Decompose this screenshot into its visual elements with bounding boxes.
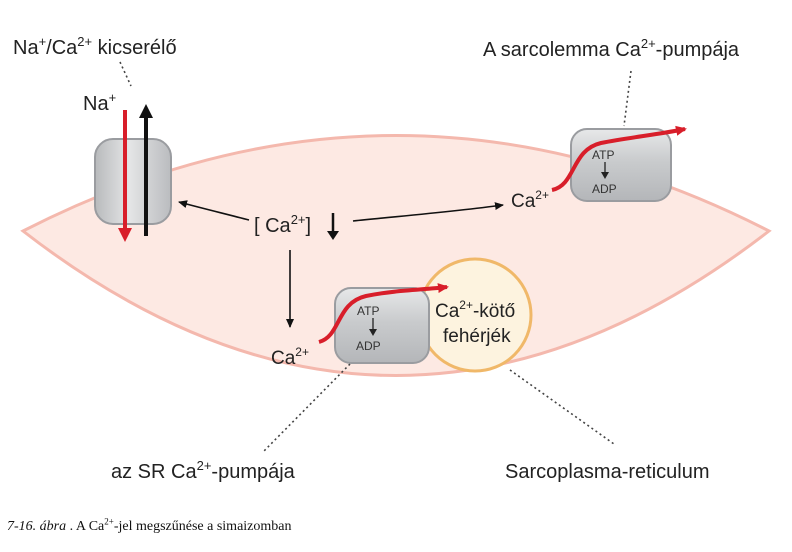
exchanger-label: Na+/Ca2+ kicserélő xyxy=(13,34,177,59)
exchanger-pointer xyxy=(119,61,132,87)
figure-caption: 7-16. ábra . A Ca2+-jel megszűnése a sim… xyxy=(7,516,292,535)
sr-pump-pointer xyxy=(262,363,351,453)
sr-adp-label: ADP xyxy=(356,339,381,353)
calcium-ion-right-label: Ca2+ xyxy=(511,188,549,212)
caption-text-before: . A Ca xyxy=(66,519,105,534)
na-ca-exchanger-icon xyxy=(94,104,172,242)
sarcolemma-atp-label: ATP xyxy=(592,148,614,162)
figure-frame: Na+/Ca2+ kicserélő Na+ A sarcolemma Ca2+… xyxy=(1,0,790,507)
binding-proteins-label-line2: fehérjék xyxy=(443,326,511,347)
down-arrow-icon xyxy=(327,213,339,240)
arrow-to-exchanger xyxy=(178,200,250,221)
caption-text-after: -jel megszűnése a simaizomban xyxy=(113,519,292,534)
sr-pump-icon xyxy=(318,283,449,364)
sarcolemma-pump-label: A sarcolemma Ca2+-pumpája xyxy=(483,36,740,61)
sr-atp-label: ATP xyxy=(357,304,379,318)
calcium-signal-diagram: Na+/Ca2+ kicserélő Na+ A sarcolemma Ca2+… xyxy=(13,34,772,483)
reticulum-pointer xyxy=(509,369,615,445)
figure-number: 7-16. ábra xyxy=(7,519,67,534)
sarcolemma-adp-label: ADP xyxy=(592,182,617,196)
binding-proteins-label-line1: Ca2+-kötő xyxy=(435,298,515,322)
sarcolemma-pump-pointer xyxy=(623,70,632,127)
sarcolemma-pump-icon xyxy=(551,125,687,202)
calcium-concentration-label: [ Ca2+] xyxy=(254,212,311,237)
arrow-to-sarcolemma-pump xyxy=(352,202,504,222)
sr-pump-label: az SR Ca2+-pumpája xyxy=(111,458,296,483)
na-ion-label: Na+ xyxy=(83,90,116,115)
caption-superscript: 2+ xyxy=(104,516,114,527)
calcium-ion-left-label: Ca2+ xyxy=(271,345,309,369)
sarcoplasmic-reticulum-label: Sarcoplasma-reticulum xyxy=(505,461,710,483)
